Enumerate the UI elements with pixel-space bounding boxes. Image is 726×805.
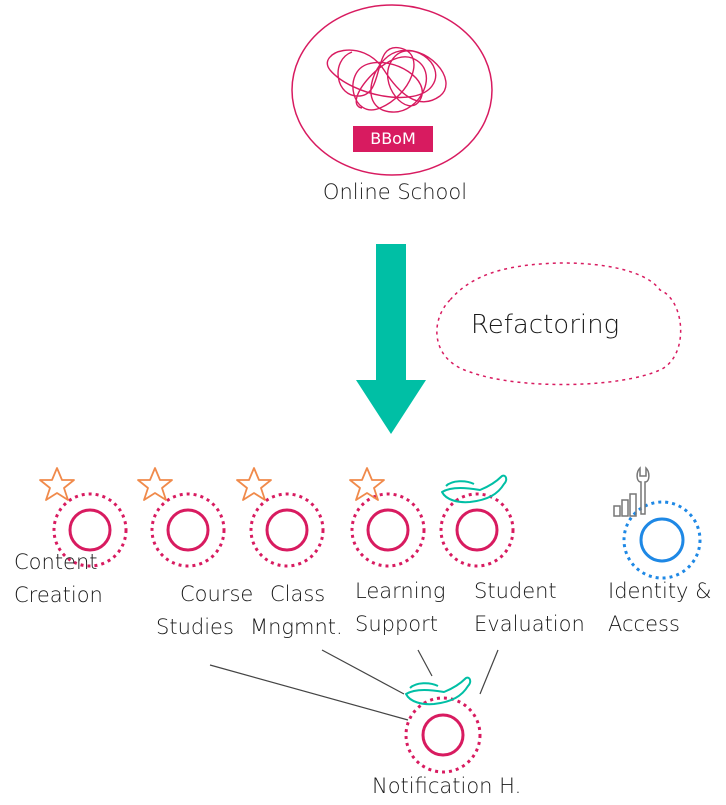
service-node-content xyxy=(39,467,128,568)
service-label-evaluation: Student Evaluation xyxy=(474,575,585,641)
service-node-class xyxy=(236,467,325,568)
connector-class xyxy=(321,649,405,695)
service-core xyxy=(166,508,210,552)
service-label-course: Course Studies xyxy=(150,578,253,644)
label-line: Identity & xyxy=(608,579,712,603)
boundary-ring xyxy=(150,492,226,568)
service-label-content: Content Creation xyxy=(14,546,103,612)
boundary-ring xyxy=(404,696,482,774)
label-line: Class xyxy=(270,582,326,606)
hub-label-notification: Notification H. xyxy=(372,774,522,798)
big-ball-of-mud-scribble xyxy=(326,47,447,113)
hub-connections xyxy=(209,649,499,721)
star-icon xyxy=(137,467,173,501)
label-line: Creation xyxy=(14,583,103,607)
service-node-learning xyxy=(349,467,426,568)
label-line: Content xyxy=(14,550,98,574)
bars-wrench-icon xyxy=(613,466,650,517)
service-core xyxy=(366,508,410,552)
service-node-identity xyxy=(613,466,702,580)
bbom-badge: BBoM xyxy=(353,126,433,152)
star-icon xyxy=(349,467,385,501)
boundary-ring xyxy=(249,492,325,568)
service-core xyxy=(421,713,465,757)
service-core xyxy=(455,508,499,552)
label-line: Studies xyxy=(156,615,234,639)
service-node-notification xyxy=(404,676,482,774)
label-line: Student xyxy=(474,579,557,603)
star-icon xyxy=(39,467,75,501)
arrow-head xyxy=(356,380,426,434)
boundary-ring xyxy=(350,492,426,568)
label-line: Learning xyxy=(355,579,446,603)
service-label-learning: Learning Support xyxy=(355,575,445,641)
star-icon xyxy=(236,467,272,501)
refactoring-cloud xyxy=(436,262,682,386)
label-line: Evaluation xyxy=(474,612,585,636)
service-label-class: Class Mngmnt. xyxy=(250,578,343,644)
hand-icon xyxy=(405,676,472,706)
hand-icon xyxy=(441,474,508,504)
connector-evaluation xyxy=(479,649,499,695)
boundary-ring xyxy=(622,500,702,580)
boundary-ring xyxy=(439,492,515,568)
monolith-node xyxy=(291,4,493,176)
label-line: Mngmnt. xyxy=(250,615,343,639)
service-core xyxy=(265,508,309,552)
service-label-identity: Identity & Access xyxy=(608,575,712,641)
label-line: Access xyxy=(608,612,680,636)
arrow-shaft xyxy=(376,244,406,384)
service-node-course xyxy=(137,467,226,568)
connector-learning xyxy=(417,649,433,677)
monolith-title: Online School xyxy=(322,180,468,204)
refactoring-arrow xyxy=(356,244,426,434)
refactoring-label: Refactoring xyxy=(470,310,620,340)
label-line: Support xyxy=(355,612,439,636)
monolith-outline xyxy=(291,4,493,176)
service-node-evaluation xyxy=(439,474,515,568)
label-line: Course xyxy=(180,582,254,606)
connector-course xyxy=(209,664,409,721)
service-core xyxy=(639,517,685,563)
service-core xyxy=(68,508,112,552)
boundary-ring xyxy=(52,492,128,568)
